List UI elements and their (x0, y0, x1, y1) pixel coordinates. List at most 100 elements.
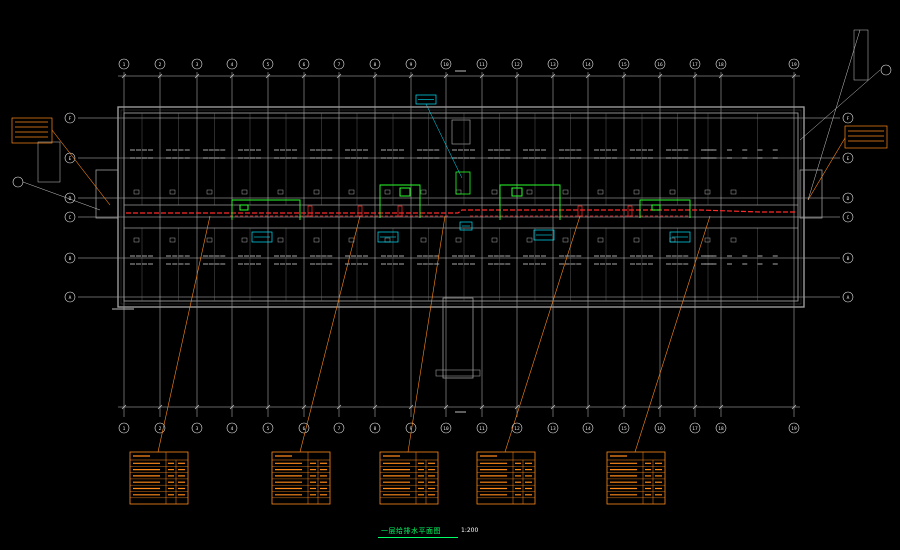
stair-wing (442, 297, 474, 379)
grid-bubble-bottom (511, 422, 523, 434)
grid-bubble-bottom (369, 422, 381, 434)
legend-table-frame (271, 451, 331, 505)
grid-bubble-left (64, 252, 76, 264)
grid-bubble-top (118, 58, 130, 70)
grid-bubble-top (262, 58, 274, 70)
dim-tick (479, 73, 485, 79)
section-line (807, 29, 861, 201)
grid-bubble-label: 11 (479, 426, 485, 432)
grid-bubble-label: 13 (550, 426, 556, 432)
fixture-box (633, 189, 640, 195)
fixture-box (384, 189, 391, 195)
fixture-box (348, 189, 355, 195)
legend-leader (407, 215, 446, 453)
dim-tick (265, 404, 271, 410)
callout-leader (807, 137, 846, 201)
fixture-box (597, 189, 604, 195)
grid-bubble-top (689, 58, 701, 70)
fixture-box (241, 237, 248, 243)
dim-tick (372, 73, 378, 79)
section-bubble (12, 176, 24, 188)
grid-bubble-label: 1 (123, 426, 126, 432)
fixture-box (669, 237, 676, 243)
fixture-box (206, 237, 213, 243)
fixture-box (597, 237, 604, 243)
dim-tick (692, 404, 698, 410)
grid-bubble-label: 6 (303, 62, 306, 68)
legend-leader (157, 215, 211, 453)
grid-bubble-label: 19 (791, 426, 797, 432)
grid-bubble-top (618, 58, 630, 70)
fixture-green (511, 187, 523, 197)
fixture-green (399, 187, 411, 197)
dim-tick (657, 404, 663, 410)
grid-bubble-label: 5 (267, 426, 270, 432)
dim-tick (372, 404, 378, 410)
grid-bubble-label: 17 (692, 62, 698, 68)
dim-tick (265, 73, 271, 79)
dim-tick (229, 73, 235, 79)
grid-bubble-label: C (69, 215, 72, 221)
valve-marker-red (577, 205, 583, 217)
callout-box-west (11, 117, 53, 144)
fixture-box (730, 237, 737, 243)
grid-bubble-label: 9 (410, 62, 413, 68)
dim-tick (194, 73, 200, 79)
grid-bubble-label: D (847, 196, 850, 202)
grid-bubble-label: 7 (338, 426, 341, 432)
grid-bubble-label: 1 (123, 62, 126, 68)
grid-bubble-label: 8 (374, 426, 377, 432)
dim-tick (479, 404, 485, 410)
fixture-box (730, 189, 737, 195)
grid-bubble-right (842, 192, 854, 204)
grid-bubble-left (64, 211, 76, 223)
grid-bubble-bottom (476, 422, 488, 434)
legend-leader (634, 215, 711, 453)
grid-bubble-top (154, 58, 166, 70)
fixture-box (633, 237, 640, 243)
grid-bubble-label: E (69, 156, 72, 162)
pipe-tag-cyan (459, 221, 473, 231)
grid-bubble-label: 16 (657, 426, 663, 432)
fixture-box (526, 237, 533, 243)
fixture-box (526, 189, 533, 195)
stair-landing (435, 369, 481, 377)
grid-bubble-bottom (547, 422, 559, 434)
legend-leader (299, 215, 361, 453)
grid-bubble-label: 11 (479, 62, 485, 68)
fixture-box (491, 189, 498, 195)
dim-tick (336, 404, 342, 410)
valve-marker-red (397, 205, 403, 217)
building-mid-wall (120, 109, 802, 305)
grid-bubble-top (582, 58, 594, 70)
legend-table-frame (606, 451, 666, 505)
legend-leader (504, 215, 581, 453)
dim-tick (621, 404, 627, 410)
grid-bubble-bottom (333, 422, 345, 434)
grid-bubble-top (191, 58, 203, 70)
dim-tick (514, 404, 520, 410)
grid-bubble-bottom (226, 422, 238, 434)
west-annex (37, 141, 61, 183)
building-outer-wall (117, 106, 805, 308)
grid-bubble-label: 10 (443, 426, 449, 432)
dim-tick (791, 404, 797, 410)
fixture-box (669, 189, 676, 195)
grid-bubble-bottom (440, 422, 452, 434)
title-underline (378, 537, 458, 538)
dim-tick (157, 404, 163, 410)
grid-bubble-label: 18 (718, 62, 724, 68)
grid-bubble-label: B (847, 256, 850, 262)
grid-bubble-bottom (298, 422, 310, 434)
fixture-box (133, 189, 140, 195)
dim-tick (718, 73, 724, 79)
grid-bubble-label: A (847, 295, 850, 301)
grid-bubble-label: 16 (657, 62, 663, 68)
fixture-box (455, 189, 462, 195)
fixture-box (277, 189, 284, 195)
grid-bubble-label: 14 (585, 62, 591, 68)
dim-tick (336, 73, 342, 79)
fixture-box (704, 237, 711, 243)
dim-tick (791, 73, 797, 79)
grid-bubble-bottom (154, 422, 166, 434)
